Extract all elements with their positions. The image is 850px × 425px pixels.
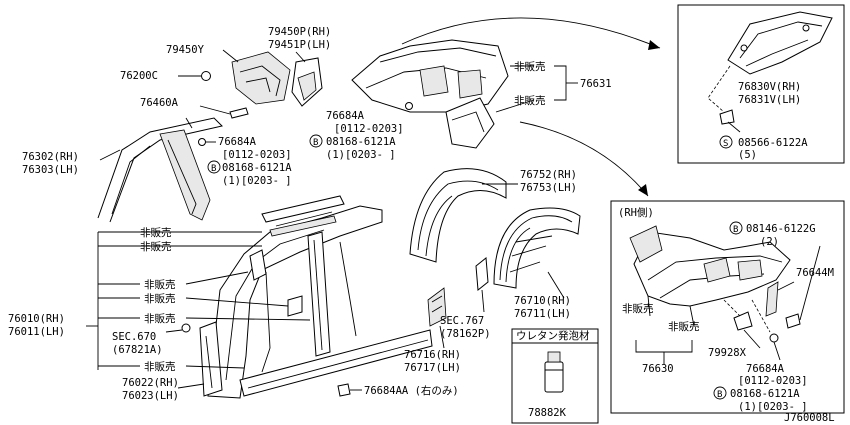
label-08168-rh-qty: (1)[0203- ]: [738, 401, 808, 413]
label-79928x: 79928X: [708, 347, 747, 359]
badge-b-left-text: B: [211, 164, 216, 174]
label-hibaibai-list-6: 非販売: [144, 360, 176, 373]
arrow-head-rh: [638, 184, 648, 196]
part-76644m: [765, 281, 795, 317]
label-76684a-rh: 76684A: [746, 363, 785, 375]
label-08566: 08566-6122A: [738, 137, 808, 149]
label-08168-rh: 08168-6121A: [730, 388, 800, 400]
label-78882k: 78882K: [528, 407, 567, 419]
label-08168-left-qty: (1)[0203- ]: [222, 175, 292, 187]
label-rh-side-title: (RH側): [618, 206, 654, 219]
label-08566-qty: (5): [738, 149, 757, 161]
part-76684a-inset: [751, 299, 781, 361]
label-76684a-mid: 76684A: [326, 110, 365, 122]
label-hibaibai-list-1: 非販売: [140, 226, 172, 239]
label-76631: 76631: [580, 78, 612, 90]
part-76630: [629, 225, 791, 307]
label-08168-left: 08168-6121A: [222, 162, 292, 174]
part-76631: [351, 39, 509, 149]
badge-b-rh-2-text: B: [717, 390, 722, 400]
label-76684a-left-range: [0112-0203]: [222, 149, 292, 161]
label-76302: 76302(RH)76303(LH): [22, 151, 79, 176]
part-76460a: [199, 105, 249, 119]
part-76302: [97, 117, 223, 223]
part-sec767: [475, 257, 489, 313]
part-79928x: [723, 299, 761, 349]
part-08146-screw: [785, 245, 821, 329]
label-08146-qty: (2): [760, 236, 779, 248]
part-76830v: [727, 11, 833, 75]
badge-b-rh-1-text: B: [733, 225, 738, 235]
part-sec670: [165, 323, 191, 333]
part-08566-screw: [719, 109, 735, 125]
badge-s: [719, 135, 733, 149]
diagram-code: J760008L: [784, 412, 835, 424]
label-sec767[interactable]: SEC.767(78162P): [440, 315, 491, 340]
badge-b-rh-1: [729, 221, 743, 235]
label-76010: 76010(RH)76011(LH): [8, 313, 65, 338]
label-76684a-rh-range: [0112-0203]: [738, 375, 808, 387]
label-hibaibai-1: 非販売: [514, 60, 546, 73]
part-76684a-left: [198, 138, 216, 146]
label-hibaibai-2: 非販売: [514, 94, 546, 107]
label-76684aa: 76684AA (右のみ): [364, 384, 459, 397]
label-08168-mid-qty: (1)[0203- ]: [326, 149, 396, 161]
label-rh-hibaibai-1: 非販売: [622, 302, 654, 315]
arrow-to-inset-rh: [519, 121, 649, 197]
label-76684a-mid-range: [0112-0203]: [334, 123, 404, 135]
arrow-to-inset-top: [401, 17, 661, 49]
label-76022: 76022(RH)76023(LH): [122, 377, 179, 402]
label-hibaibai-list-5: 非販売: [144, 312, 176, 325]
label-urethane-title: ウレタン発泡材: [516, 329, 590, 342]
label-hibaibai-list-2: 非販売: [140, 240, 172, 253]
label-hibaibai-list-3: 非販売: [144, 278, 176, 291]
part-76200c: [178, 71, 211, 81]
part-79450y: [231, 51, 291, 105]
label-08146: 08146-6122G: [746, 223, 816, 235]
label-08168-mid: 08168-6121A: [326, 136, 396, 148]
badge-s-text: S: [723, 139, 728, 149]
part-79450p: [291, 51, 323, 107]
arrow-head-top: [648, 40, 660, 50]
label-76830v: 76830V(RH)76831V(LH): [738, 81, 801, 106]
badge-b-left: [207, 160, 221, 174]
label-79450p: 79450P(RH)79451P(LH): [268, 26, 331, 51]
part-78882k: [544, 351, 564, 393]
hibaibai-leader-lines: [86, 231, 311, 370]
label-76710: 76710(RH)76711(LH): [514, 295, 571, 320]
label-76630: 76630: [642, 363, 674, 375]
badge-b-mid: [309, 134, 323, 148]
inset-rh-side: [610, 200, 845, 414]
badge-b-mid-text: B: [313, 138, 318, 148]
label-76752: 76752(RH)76753(LH): [520, 169, 577, 194]
label-79450y: 79450Y: [166, 44, 205, 56]
label-hibaibai-list-4: 非販売: [144, 292, 176, 305]
urethane-box: [511, 328, 599, 424]
part-76752: [409, 168, 507, 263]
badge-b-rh-2: [713, 386, 727, 400]
label-76684a-left: 76684A: [218, 136, 257, 148]
part-76710: [493, 207, 581, 289]
label-76460a: 76460A: [140, 97, 179, 109]
label-76716: 76716(RH)76717(LH): [404, 349, 461, 374]
label-rh-hibaibai-2: 非販売: [668, 320, 700, 333]
part-76716: [427, 287, 447, 349]
part-76022: [177, 321, 223, 397]
part-76010: [207, 195, 433, 399]
label-sec670[interactable]: SEC.670(67821A): [112, 331, 163, 356]
inset-top-right: [677, 4, 845, 164]
part-76684aa: [337, 383, 362, 397]
label-76200c: 76200C: [120, 70, 158, 82]
label-76644m: 76644M: [796, 267, 834, 279]
